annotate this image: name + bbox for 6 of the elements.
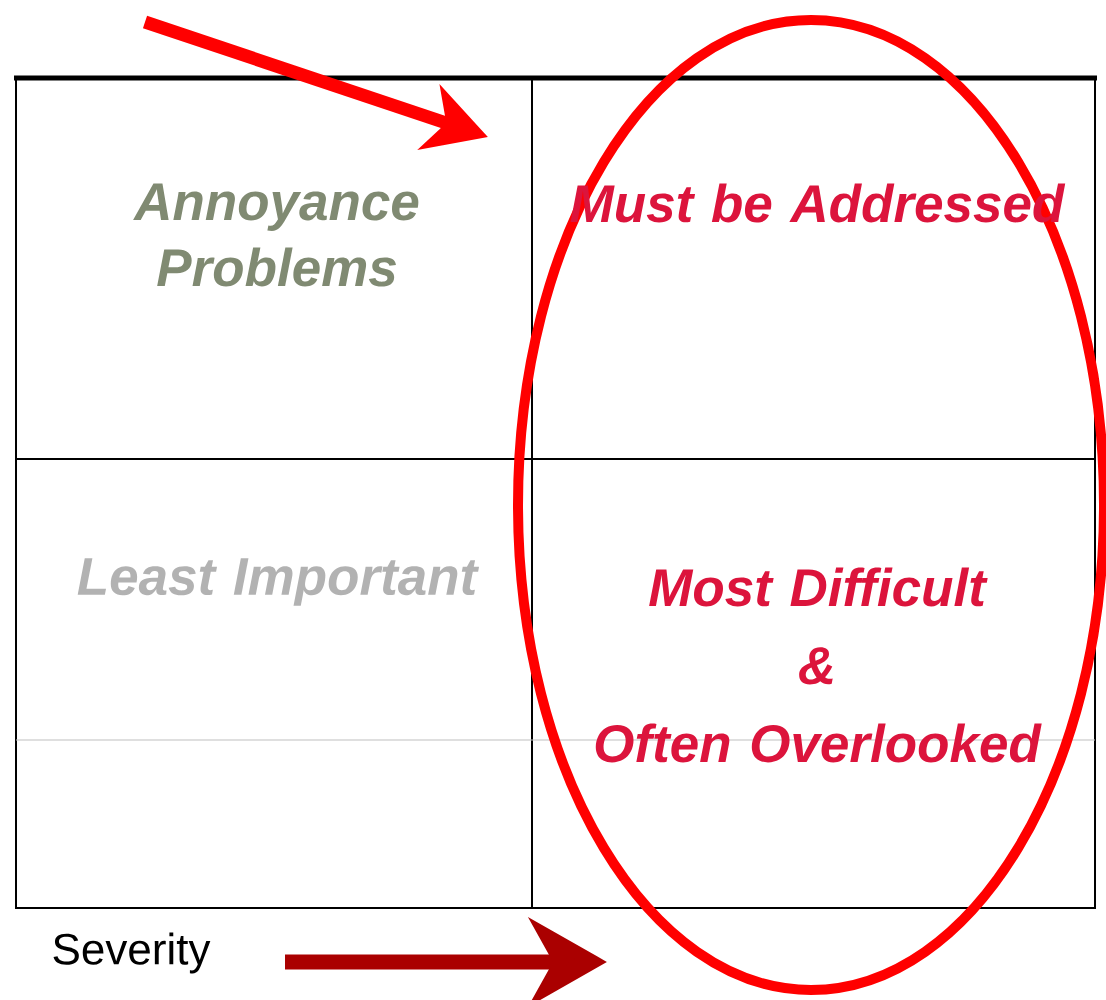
cell-label: & <box>799 647 833 685</box>
cell-label: Often Overlooked <box>595 723 1042 763</box>
axis-label: Severity <box>53 932 211 974</box>
cell-label: Least Important <box>77 558 480 606</box>
cell-label: Most Difficult <box>649 567 988 607</box>
cell-label: Annoyance Problems <box>133 183 419 287</box>
